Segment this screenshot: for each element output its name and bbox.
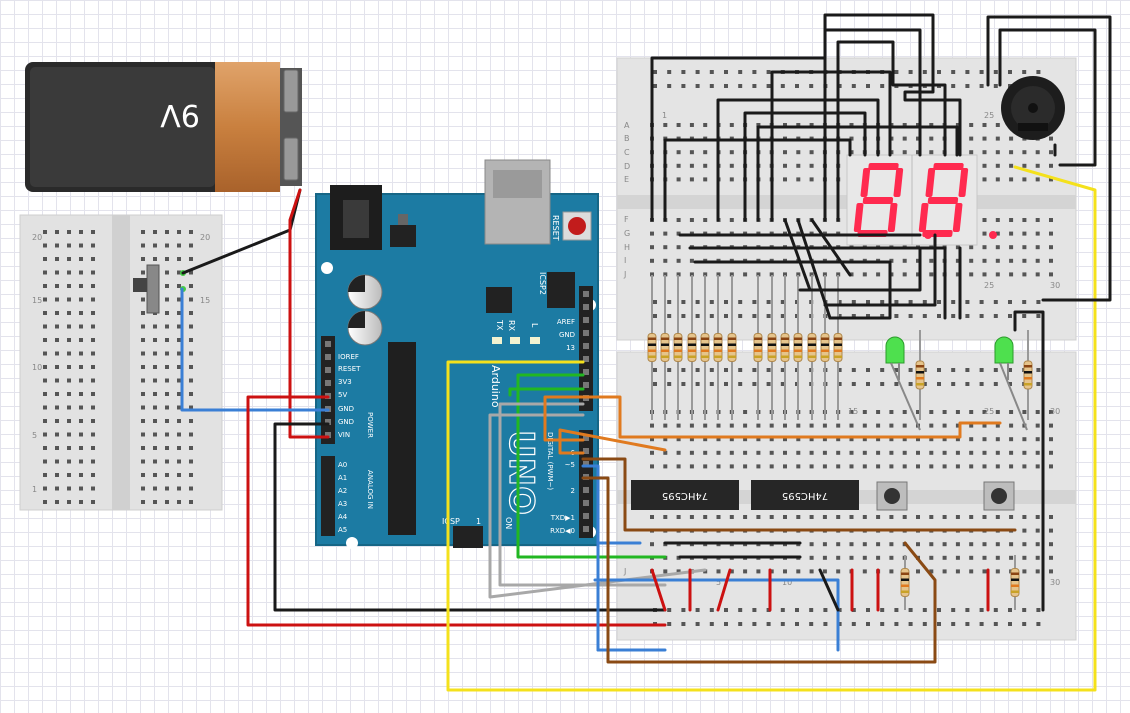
seven-segment-display (846, 154, 997, 246)
pin-label-aref: AREF (557, 318, 575, 326)
rx-label: RX (507, 320, 516, 332)
bb-top-row-label: E (624, 175, 629, 184)
tx-label: TX (495, 319, 504, 331)
atmega-chip (388, 342, 416, 535)
pin-label-gnd-d: GND (559, 331, 575, 339)
reset-label: RESET (551, 215, 560, 241)
bb-top-col-label: 1 (662, 111, 667, 120)
pin-label-5: ~5 (565, 461, 575, 469)
on-label: ON (504, 517, 513, 529)
l-label: L (530, 323, 539, 328)
icsp2-header[interactable] (547, 272, 575, 308)
pin-label-a4: A4 (338, 513, 348, 521)
wire-red-5v[interactable] (246, 395, 667, 627)
digital-header-bottom[interactable] (579, 430, 593, 538)
bb-top-col-label: 30 (1050, 281, 1060, 290)
bb-top-row-label: A (624, 121, 630, 130)
pin-label-a2: A2 (338, 487, 347, 495)
pin-label-ioref: IOREF (338, 353, 359, 361)
battery-terminal-positive (283, 137, 299, 181)
wire-yellow-buzzer[interactable] (446, 165, 1097, 692)
bb-small-row-label: 20 (200, 233, 210, 242)
pin-label-a1: A1 (338, 474, 347, 482)
bb-top-row-label: J (623, 270, 626, 279)
pin-label-a5: A5 (338, 526, 347, 534)
led-green-1 (885, 336, 921, 431)
slide-switch[interactable] (133, 264, 186, 314)
bb-top-col-label: 25 (984, 111, 994, 120)
wire-black-gnd[interactable] (273, 422, 667, 612)
pin-label-gnd: GND (338, 405, 354, 413)
pin-label-3v3: 3V3 (338, 378, 352, 386)
battery-9v[interactable]: 9V (25, 62, 302, 192)
power-header[interactable] (321, 336, 335, 444)
analog-header[interactable] (321, 456, 335, 536)
bb-small-row-label: 15 (200, 296, 210, 305)
pin-label-2: 2 (571, 487, 575, 495)
wire-blue-switch-gnd[interactable] (180, 287, 330, 412)
pin-label-13: 13 (566, 344, 575, 352)
push-button-1[interactable] (876, 481, 908, 511)
wire-red-battery[interactable] (288, 188, 302, 427)
icsp-label: ICSP (442, 517, 460, 526)
pin-label-gnd: GND (338, 418, 354, 426)
push-button-2[interactable] (983, 481, 1015, 511)
bb-bottom-col-label: 5 (716, 578, 721, 587)
bb-top-row-label: H (624, 243, 630, 252)
battery-label: 9V (160, 97, 200, 132)
led-green-2 (994, 336, 1028, 431)
battery-terminal-negative (283, 69, 299, 113)
pin-label-5v: 5V (338, 391, 347, 399)
bb-bottom-col-label: 30 (1050, 578, 1060, 587)
pin-label-tx: TXD▶1 (550, 514, 575, 522)
bb-bottom-col-label: 15 (848, 407, 858, 416)
bb-small-row-label: 15 (32, 296, 42, 305)
breadboard-small[interactable]: 20 15 10 5 1 20 15 (19, 214, 223, 511)
arduino-logo-text: Arduino (489, 365, 502, 408)
bb-top-row-label: B (624, 134, 630, 143)
piezo-buzzer (1001, 76, 1065, 140)
wires (180, 13, 1112, 692)
icsp2-label: ICSP2 (538, 272, 547, 295)
bb-bottom-col-label: 10 (782, 578, 792, 587)
pin-label-vin: VIN (338, 431, 350, 439)
wire-brown[interactable] (581, 476, 937, 664)
bb-bottom-col-label: 25 (984, 407, 994, 416)
analog-label: ANALOG IN (366, 470, 374, 509)
wire-green[interactable] (516, 373, 667, 559)
bb-small-row-label: 10 (32, 363, 42, 372)
bb-top-col-label: 25 (984, 281, 994, 290)
resistor-array (647, 275, 1033, 610)
bb-top-row-label: G (624, 229, 630, 238)
shift-register-2: 74HC595 (751, 480, 859, 510)
uno-logo: UNO (501, 430, 541, 515)
pin-label-reset: RESET (338, 365, 361, 373)
bb-bottom-row-label: J (623, 567, 626, 576)
bb-top-row-label: C (624, 148, 630, 157)
bb-top-row-label: D (624, 162, 630, 171)
arduino-uno-board[interactable]: RESET ICSP2 TX RX L (315, 159, 599, 549)
chip-label: 74HC595 (782, 490, 828, 501)
bb-top-row-label: F (624, 215, 629, 224)
shift-register-1: 74HC595 (631, 480, 739, 510)
power-label: POWER (366, 412, 374, 438)
wire-orange[interactable] (543, 395, 1002, 442)
bb-small-row-label: 1 (32, 485, 37, 494)
digital-label: DIGITAL (PWM~) (546, 432, 554, 490)
bb-bottom-col-label: 30 (1050, 407, 1060, 416)
bb-small-row-label: 20 (32, 233, 42, 242)
pin-label-a3: A3 (338, 500, 347, 508)
pin-label-a0: A0 (338, 461, 347, 469)
pin-label-rx: RXD◀0 (550, 527, 575, 535)
chip-label: 74HC595 (662, 490, 708, 501)
bb-small-row-label: 5 (32, 431, 37, 440)
bb-top-row-label: I (624, 256, 626, 265)
icsp-header[interactable] (453, 526, 483, 548)
icsp-pin-one: 1 (476, 517, 481, 526)
